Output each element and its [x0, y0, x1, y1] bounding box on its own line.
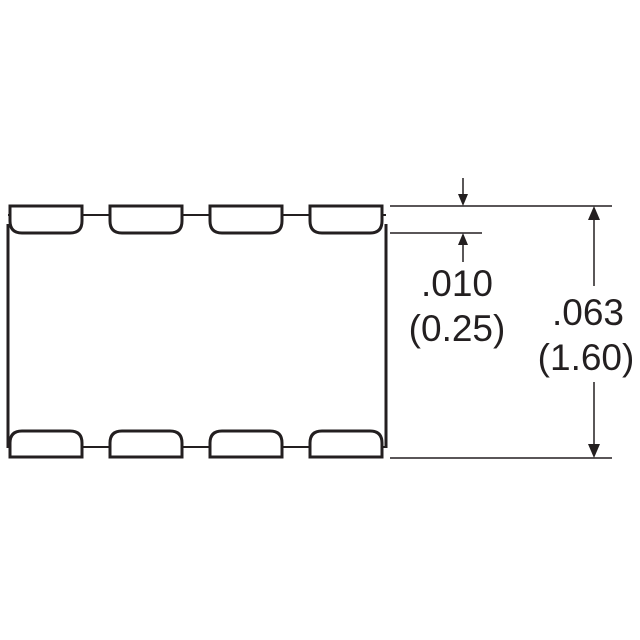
top-pad-3	[208, 204, 284, 235]
overall-height-dimension: .063 (1.60)	[538, 206, 635, 458]
bottom-pad-3	[208, 429, 284, 459]
pad-thickness-arrow-down-icon	[458, 194, 468, 206]
bottom-pad-row	[8, 429, 386, 459]
top-pad-row	[8, 204, 386, 235]
bottom-pad-1	[8, 429, 84, 459]
top-pad-4	[308, 204, 384, 235]
bottom-pad-4	[308, 429, 384, 459]
pad-thickness-arrow-up-icon	[458, 233, 468, 245]
top-pad-2	[108, 204, 184, 235]
package-body	[6, 224, 388, 448]
bottom-pad-2	[108, 429, 184, 459]
overall-height-arrow-down-icon	[588, 444, 600, 458]
overall-height-arrow-up-icon	[588, 206, 600, 220]
pad-thickness-mm-label: (0.25)	[409, 308, 506, 349]
extension-lines	[390, 205, 612, 459]
overall-height-inch-label: .063	[552, 292, 624, 333]
top-pad-1	[8, 204, 84, 235]
overall-height-mm-label: (1.60)	[538, 337, 635, 378]
pad-thickness-dimension: .010 (0.25)	[409, 178, 506, 349]
pad-thickness-inch-label: .010	[421, 263, 493, 304]
